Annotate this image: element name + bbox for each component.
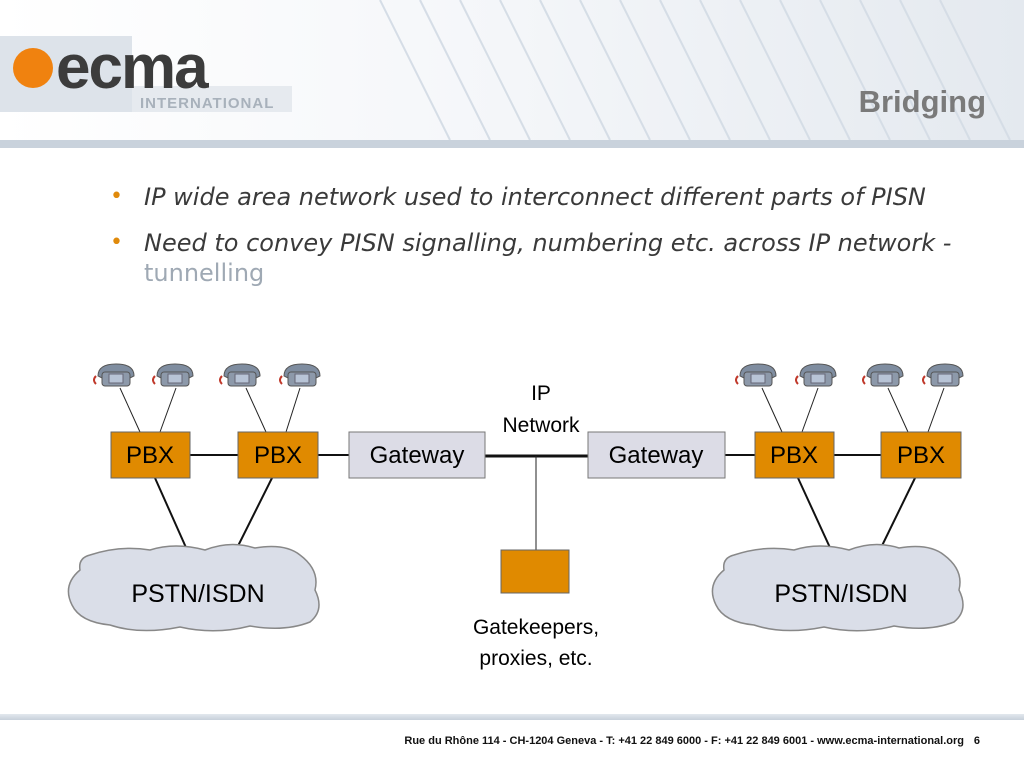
pbx-label: PBX bbox=[254, 442, 302, 469]
ip-network-label-line1: IP bbox=[531, 382, 551, 405]
gatekeeper-box bbox=[500, 549, 570, 594]
pstn-label-left: PSTN/ISDN bbox=[131, 580, 264, 608]
ip-network-label-line2: Network bbox=[502, 414, 580, 437]
page-number: 6 bbox=[973, 735, 980, 747]
header-background bbox=[0, 0, 1024, 148]
logo-dot-icon bbox=[13, 48, 53, 88]
gatekeeper-label-line2: proxies, etc. bbox=[479, 647, 592, 670]
pbx-label: PBX bbox=[770, 442, 818, 469]
logo-text: ecma bbox=[56, 33, 209, 102]
footer-address: Rue du Rhône 114 - CH-1204 Geneva - T: +… bbox=[404, 735, 964, 747]
logo-subtext: INTERNATIONAL bbox=[140, 95, 274, 112]
phone-icon bbox=[795, 363, 837, 387]
bullet-list: • IP wide area network used to interconn… bbox=[108, 182, 988, 304]
bullet-icon: • bbox=[110, 230, 123, 255]
phone-icon bbox=[219, 363, 261, 387]
footer-divider bbox=[0, 714, 1024, 720]
pstn-label-right: PSTN/ISDN bbox=[774, 580, 907, 608]
bullet-text: IP wide area network used to interconnec… bbox=[144, 183, 926, 211]
slide-title: Bridging bbox=[858, 84, 986, 119]
phone-lines bbox=[119, 387, 945, 433]
pbx-box-right-1 bbox=[754, 431, 835, 479]
phone-icon bbox=[152, 363, 194, 387]
phone-icon bbox=[93, 363, 135, 387]
pbx-label: PBX bbox=[897, 442, 945, 469]
pbx-box-left-2 bbox=[237, 431, 319, 479]
bullet-text: Need to convey PISN signalling, numberin… bbox=[144, 229, 952, 257]
gateway-box-right bbox=[587, 431, 726, 479]
pbx-label: PBX bbox=[126, 442, 174, 469]
gatekeeper-label-line1: Gatekeepers, bbox=[473, 616, 599, 639]
gateway-box-left bbox=[348, 431, 486, 479]
pstn-cloud-left bbox=[67, 543, 320, 632]
pbx-box-right-2 bbox=[880, 431, 962, 479]
gateway-label: Gateway bbox=[370, 442, 465, 469]
bullet-item: • Need to convey PISN signalling, number… bbox=[108, 228, 988, 288]
phone-icon bbox=[279, 363, 321, 387]
bullet-highlight: tunnelling bbox=[144, 259, 265, 287]
phone-icon bbox=[862, 363, 904, 387]
phone-icon bbox=[735, 363, 777, 387]
slide-header: ecma INTERNATIONAL Bridging bbox=[0, 0, 1024, 148]
ecma-logo: ecma INTERNATIONAL bbox=[13, 33, 274, 112]
pstn-cloud-right bbox=[711, 543, 964, 632]
bullet-item: • IP wide area network used to interconn… bbox=[108, 182, 988, 212]
bullet-icon: • bbox=[110, 184, 123, 209]
pbx-box-left-1 bbox=[110, 431, 191, 479]
network-diagram: PSTN/ISDN PSTN/ISDN PBX PBX PBX PBX Gate… bbox=[67, 363, 964, 670]
gateway-label: Gateway bbox=[609, 442, 704, 469]
phone-icon bbox=[922, 363, 964, 387]
